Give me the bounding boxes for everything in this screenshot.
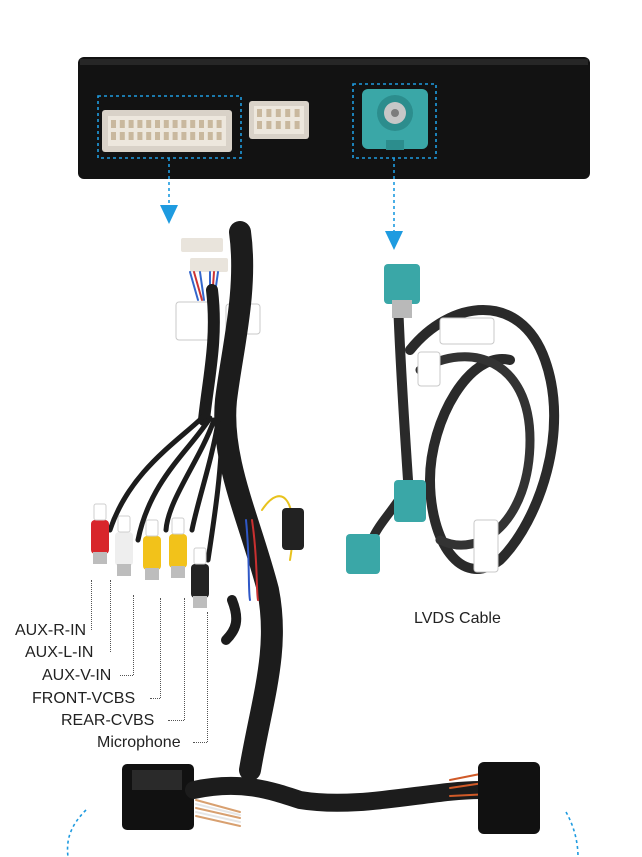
connector-pin	[266, 121, 272, 129]
connector-pin	[207, 120, 213, 128]
connector-pin	[207, 132, 213, 140]
connector-pin	[163, 120, 169, 128]
connector-pin	[181, 120, 187, 128]
leader-microphone-h	[193, 742, 207, 743]
leader-aux-r-in	[91, 580, 92, 630]
rca-plug-label	[145, 519, 159, 537]
rca-plug-body	[191, 564, 209, 598]
label-lvds-cable: LVDS Cable	[414, 610, 501, 627]
connector-pin	[119, 120, 125, 128]
connector-pin	[275, 121, 281, 129]
connector-pin	[294, 109, 300, 117]
connector-pin	[111, 120, 116, 128]
connector-pin	[146, 132, 152, 140]
decorative-arc-left	[66, 809, 87, 857]
connector-pin	[216, 132, 222, 140]
rca-plug-tip	[93, 552, 107, 564]
rca-plug-tip	[193, 596, 207, 608]
connector-pin	[190, 120, 196, 128]
rca-plug-label	[93, 503, 107, 521]
rca-plug-tip	[145, 568, 159, 580]
label-aux-l-in: AUX-L-IN	[25, 644, 94, 661]
lvds-pointer	[385, 158, 403, 250]
connector-pin	[257, 109, 262, 117]
rca-plug-tip	[171, 566, 185, 578]
rca-plug-body	[91, 520, 109, 554]
connector-pin	[172, 132, 178, 140]
connector-pin	[128, 132, 134, 140]
connector-pin	[275, 109, 281, 117]
connector-pin	[163, 132, 169, 140]
leader-aux-v-in	[133, 595, 134, 675]
connector-pin	[119, 132, 125, 140]
leader-front-vcbs-h	[150, 698, 160, 699]
connector-pin	[216, 120, 222, 128]
connector-pin	[137, 120, 143, 128]
rca-plug-label	[193, 547, 207, 565]
leader-aux-v-in-h	[120, 675, 133, 676]
main-connector-socket	[102, 110, 232, 152]
decorative-arc-right	[565, 811, 579, 857]
connector-pin	[190, 132, 196, 140]
connector-pin	[181, 132, 187, 140]
connector-pin	[137, 132, 143, 140]
lvds-cable	[346, 264, 560, 574]
rca-plug-body	[143, 536, 161, 570]
main-wiring-harness	[107, 221, 540, 834]
main-connector-pointer	[160, 158, 178, 224]
label-front-vcbs: FRONT-VCBS	[32, 690, 136, 707]
connector-pin	[199, 132, 204, 140]
connector-pin	[111, 132, 116, 140]
connector-pin	[285, 109, 291, 117]
leader-front-vcbs	[160, 598, 161, 698]
label-microphone: Microphone	[97, 734, 181, 751]
rca-plug-body	[169, 534, 187, 568]
label-rear-cvbs: REAR-CVBS	[61, 712, 155, 729]
rca-plug-label	[171, 517, 185, 535]
connector-pin	[146, 120, 152, 128]
rca-plug-body	[115, 532, 133, 566]
leader-rear-cvbs-h	[168, 720, 184, 721]
rca-plugs	[91, 503, 209, 608]
connector-pin	[199, 120, 204, 128]
rca-plug-tip	[117, 564, 131, 576]
label-aux-v-in: AUX-V-IN	[42, 667, 112, 684]
connector-pin	[155, 132, 160, 140]
connector-pin	[266, 109, 272, 117]
connector-pin	[257, 121, 262, 129]
connector-pin	[285, 121, 291, 129]
label-aux-r-in: AUX-R-IN	[15, 622, 87, 639]
small-connector-socket	[249, 101, 309, 139]
lvds-socket	[362, 89, 428, 150]
connector-pin	[294, 121, 300, 129]
connector-pin	[155, 120, 160, 128]
rca-plug-label	[117, 515, 131, 533]
connector-pin	[128, 120, 134, 128]
connector-pin	[172, 120, 178, 128]
leader-microphone	[207, 612, 208, 742]
leader-aux-l-in	[110, 580, 111, 652]
leader-rear-cvbs	[184, 598, 185, 720]
